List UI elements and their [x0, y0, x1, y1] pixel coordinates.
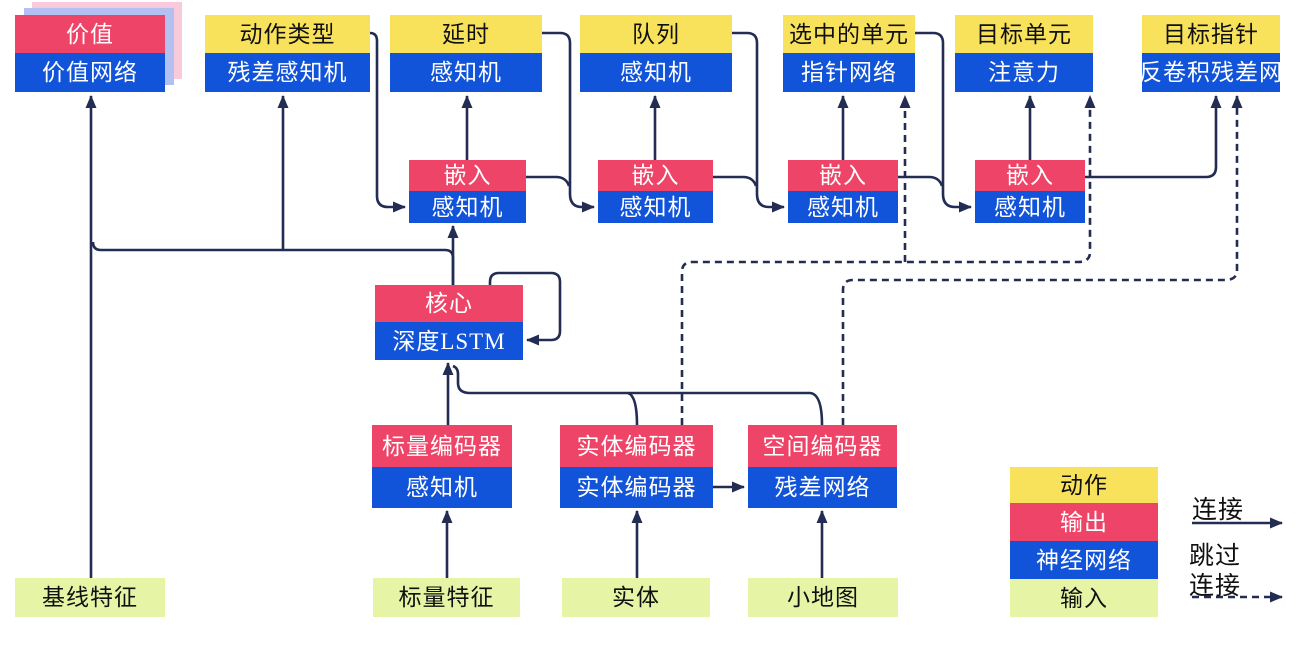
- node-core-header: 核心: [375, 285, 523, 322]
- node-embed4-box: 嵌入感知机: [975, 160, 1085, 223]
- node-selected-units: 选中的单元指针网络: [783, 15, 915, 92]
- node-delay: 延时感知机: [390, 15, 542, 92]
- edge-delay-to-embed2: [542, 31, 595, 213]
- node-entity-encoder-box: 实体编码器实体编码器: [560, 425, 713, 508]
- node-embed2-body: 感知机: [598, 191, 713, 223]
- edge-action-type-to-embed1: [369, 31, 406, 213]
- node-embed1: 嵌入感知机: [409, 160, 526, 223]
- node-selected-units-header: 选中的单元: [783, 15, 915, 53]
- node-embed1-header: 嵌入: [409, 160, 526, 191]
- node-action-type-body: 残差感知机: [205, 53, 370, 92]
- node-spatial-encoder-body: 残差网络: [748, 467, 897, 508]
- node-value: 价值价值网络: [15, 2, 182, 92]
- node-value-header: 价值: [15, 15, 165, 53]
- edge-spatial-encoder-to-target-point: [841, 95, 1243, 425]
- node-embed2-box: 嵌入感知机: [598, 160, 713, 223]
- legend-skip-label-line1: 跳过: [1188, 543, 1241, 570]
- node-delay-header: 延时: [390, 15, 542, 53]
- node-scalar-encoder-body: 感知机: [372, 467, 512, 508]
- node-delay-box: 延时感知机: [390, 15, 542, 92]
- node-value-box: 价值价值网络: [15, 15, 165, 92]
- node-scalar-encoder: 标量编码器感知机: [372, 425, 512, 508]
- node-target-unit: 目标单元注意力: [955, 15, 1093, 92]
- node-scalar-encoder-box: 标量编码器感知机: [372, 425, 512, 508]
- node-entity-encoder-header: 实体编码器: [560, 425, 713, 467]
- edge-entity-encoder-to-target-unit: [680, 95, 1096, 425]
- node-embed3-box: 嵌入感知机: [788, 160, 898, 223]
- node-delay-body: 感知机: [390, 53, 542, 92]
- node-embed2-header: 嵌入: [598, 160, 713, 191]
- node-value-body: 价值网络: [15, 53, 165, 92]
- node-embed4-header: 嵌入: [975, 160, 1085, 191]
- node-core-box: 核心深度LSTM: [375, 285, 523, 360]
- node-embed2: 嵌入感知机: [598, 160, 713, 223]
- node-embed3: 嵌入感知机: [788, 160, 898, 223]
- node-target-point-box: 目标指针反卷积残差网: [1139, 15, 1282, 92]
- legend-output: 输出: [1010, 503, 1158, 541]
- node-target-point: 目标指针反卷积残差网: [1139, 15, 1282, 92]
- edge-embed4-to-target-point: [1085, 95, 1222, 179]
- node-scalar-encoder-header: 标量编码器: [372, 425, 512, 467]
- node-spatial-encoder: 空间编码器残差网络: [748, 425, 897, 508]
- node-core: 核心深度LSTM: [375, 285, 523, 360]
- node-embed3-body: 感知机: [788, 191, 898, 223]
- node-action-type-header: 动作类型: [205, 15, 370, 53]
- node-spatial-encoder-header: 空间编码器: [748, 425, 897, 467]
- edge-selected-units-to-embed4: [915, 31, 972, 213]
- input-minimap: 小地图: [748, 578, 898, 617]
- node-embed3-header: 嵌入: [788, 160, 898, 191]
- input-baseline-features: 基线特征: [15, 578, 165, 617]
- node-embed4: 嵌入感知机: [975, 160, 1085, 223]
- edge-embed1-to-embed2: [526, 175, 571, 187]
- node-embed1-body: 感知机: [409, 191, 526, 223]
- node-target-point-header: 目标指针: [1142, 15, 1280, 53]
- node-queue-body: 感知机: [580, 53, 732, 92]
- node-target-point-body: 反卷积残差网: [1139, 53, 1282, 92]
- input-scalar-features: 标量特征: [373, 578, 520, 617]
- edge-embed2-to-embed3: [713, 175, 758, 187]
- node-target-unit-box: 目标单元注意力: [955, 15, 1093, 92]
- edge-queue-to-embed3: [732, 31, 785, 213]
- node-entity-encoder: 实体编码器实体编码器: [560, 425, 713, 508]
- node-embed1-box: 嵌入感知机: [409, 160, 526, 223]
- node-action-type: 动作类型残差感知机: [205, 15, 370, 92]
- node-selected-units-body: 指针网络: [783, 53, 915, 92]
- node-selected-units-box: 选中的单元指针网络: [783, 15, 915, 92]
- node-core-body: 深度LSTM: [375, 322, 523, 360]
- legend-action: 动作: [1010, 467, 1158, 503]
- legend-connect-label: 连接: [1191, 497, 1244, 524]
- node-target-unit-body: 注意力: [955, 53, 1093, 92]
- edge-embed3-to-embed4: [898, 175, 944, 187]
- node-queue-box: 队列感知机: [580, 15, 732, 92]
- node-embed4-body: 感知机: [975, 191, 1085, 223]
- legend-skip-label-line2: 连接: [1188, 573, 1241, 600]
- node-queue: 队列感知机: [580, 15, 732, 92]
- legend-input: 输入: [1010, 579, 1158, 617]
- edge-spatial-encoder-to-core: [452, 364, 824, 426]
- node-target-unit-header: 目标单元: [955, 15, 1093, 53]
- edge-core-to-core: [488, 271, 562, 346]
- node-queue-header: 队列: [580, 15, 732, 53]
- edge-entity-encoder-to-core: [627, 391, 639, 426]
- node-entity-encoder-body: 实体编码器: [560, 467, 713, 508]
- input-entities: 实体: [562, 578, 710, 617]
- node-action-type-box: 动作类型残差感知机: [205, 15, 370, 92]
- node-spatial-encoder-box: 空间编码器残差网络: [748, 425, 897, 508]
- legend-network: 神经网络: [1010, 541, 1158, 579]
